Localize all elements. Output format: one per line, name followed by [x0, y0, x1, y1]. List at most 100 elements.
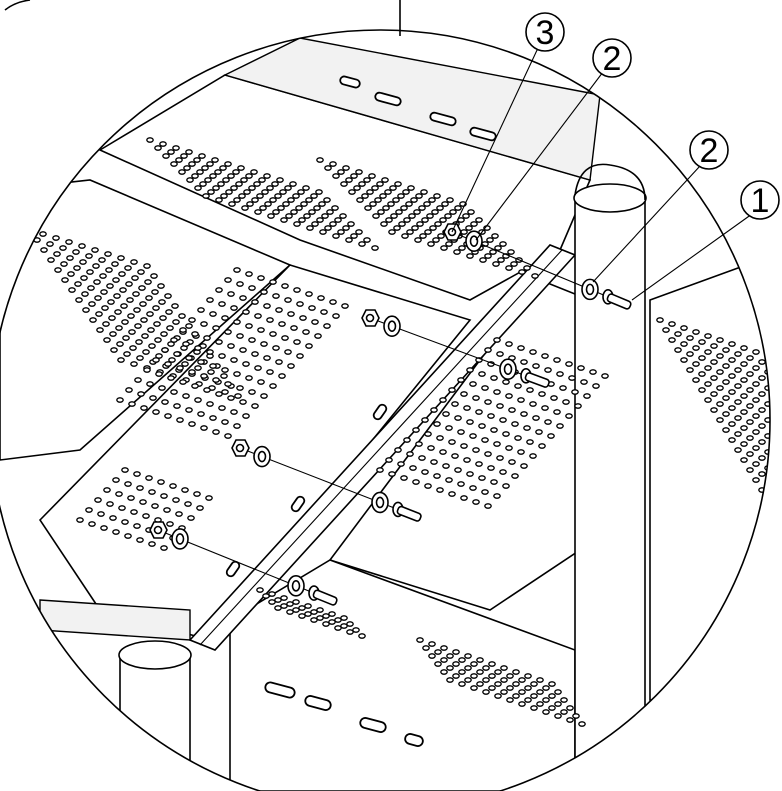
perforation-hole: [224, 433, 232, 439]
perforation-hole: [241, 205, 249, 211]
perforation-hole: [390, 213, 398, 219]
perforation-hole: [402, 189, 410, 195]
perforation-hole: [305, 291, 313, 297]
perforation-hole: [512, 681, 520, 687]
perforation-hole: [710, 407, 718, 413]
perforation-hole: [211, 157, 219, 163]
perforation-hole: [186, 177, 194, 183]
perforation-hole: [538, 391, 546, 397]
perforation-hole: [284, 297, 292, 303]
perforation-hole: [80, 275, 88, 281]
perforation-hole: [248, 185, 256, 191]
perforation-hole: [296, 353, 304, 359]
perforation-hole: [407, 185, 415, 191]
perforation-hole: [508, 407, 516, 413]
perforation-hole: [451, 453, 459, 459]
perforation-hole: [674, 347, 682, 353]
perforation-hole: [492, 261, 500, 267]
perforation-hole: [740, 441, 748, 447]
perforation-hole: [261, 189, 269, 195]
perforation-hole: [583, 393, 591, 399]
perforation-hole: [502, 483, 510, 489]
perforation-hole: [185, 355, 193, 361]
perforation-holes: [26, 137, 782, 727]
perforation-hole: [430, 407, 438, 413]
perforation-hole: [152, 409, 160, 415]
perforation-hole: [350, 233, 358, 239]
perforation-hole: [369, 201, 377, 207]
perforation-hole: [366, 189, 374, 195]
perforation-hole: [130, 361, 138, 367]
perforation-hole: [104, 251, 112, 257]
perforation-hole: [475, 461, 483, 467]
perforation-hole: [235, 181, 243, 187]
perforation-hole: [112, 529, 120, 535]
perforation-hole: [656, 317, 664, 323]
perforation-hole: [124, 481, 132, 487]
perforation-hole: [542, 685, 550, 691]
perforation-hole: [716, 369, 724, 375]
perforation-hole: [201, 165, 209, 171]
perforation-hole: [560, 709, 568, 715]
perforation-hole: [172, 145, 180, 151]
perforation-hole: [305, 197, 313, 203]
perforation-hole: [433, 193, 441, 199]
perforation-hole: [457, 377, 465, 383]
perforation-hole: [405, 201, 413, 207]
perforation-hole: [170, 337, 178, 343]
detail-circle: [0, 29, 771, 791]
perforation-hole: [232, 169, 240, 175]
perforation-hole: [251, 403, 259, 409]
perforation-hole: [52, 235, 60, 241]
perforation-hole: [467, 209, 475, 215]
perforation-hole: [428, 641, 436, 647]
perforation-hole: [536, 677, 544, 683]
perforation-hole: [448, 491, 456, 497]
perforation-hole: [448, 387, 456, 393]
perforation-hole: [547, 433, 555, 439]
perforation-hole: [233, 197, 241, 203]
fastener-set: [149, 223, 632, 606]
perforation-hole: [78, 243, 86, 249]
perforation-hole: [413, 209, 421, 215]
perforation-hole: [479, 257, 487, 263]
perforation-hole: [422, 645, 430, 651]
perforation-hole: [680, 341, 688, 347]
perforation-hole: [53, 251, 61, 257]
perforation-hole: [496, 351, 504, 357]
perforation-hole: [465, 225, 473, 231]
perforation-hole: [98, 257, 106, 263]
perforation-hole: [197, 411, 205, 417]
perforation-hole: [398, 221, 406, 227]
perforation-hole: [415, 193, 423, 199]
perforation-hole: [529, 401, 537, 407]
perforation-hole: [324, 225, 332, 231]
perforation-hole: [134, 323, 142, 329]
perforation-hole: [387, 201, 395, 207]
perforation-hole: [337, 169, 345, 175]
perforation-hole: [167, 375, 175, 381]
perforation-hole: [117, 357, 125, 363]
perforation-hole: [96, 327, 104, 333]
perforation-hole: [381, 177, 389, 183]
perforation-hole: [310, 193, 318, 199]
perforation-hole: [162, 153, 170, 159]
perforation-hole: [89, 317, 97, 323]
perforation-hole: [233, 371, 241, 377]
perforation-hole: [728, 437, 736, 443]
perforation-hole: [200, 425, 208, 431]
perforation-hole: [554, 689, 562, 695]
perforation-hole: [254, 313, 262, 319]
perforation-hole: [758, 359, 766, 365]
perforation-hole: [183, 165, 191, 171]
perforation-hole: [60, 261, 68, 267]
perforation-hole: [124, 533, 132, 539]
perforation-hole: [526, 387, 534, 393]
perforation-hole: [532, 363, 540, 369]
perforation-hole: [237, 165, 245, 171]
perforation-hole: [451, 401, 459, 407]
perforation-hole: [752, 445, 760, 451]
perforation-hole: [472, 447, 480, 453]
perforation-hole: [777, 422, 782, 426]
